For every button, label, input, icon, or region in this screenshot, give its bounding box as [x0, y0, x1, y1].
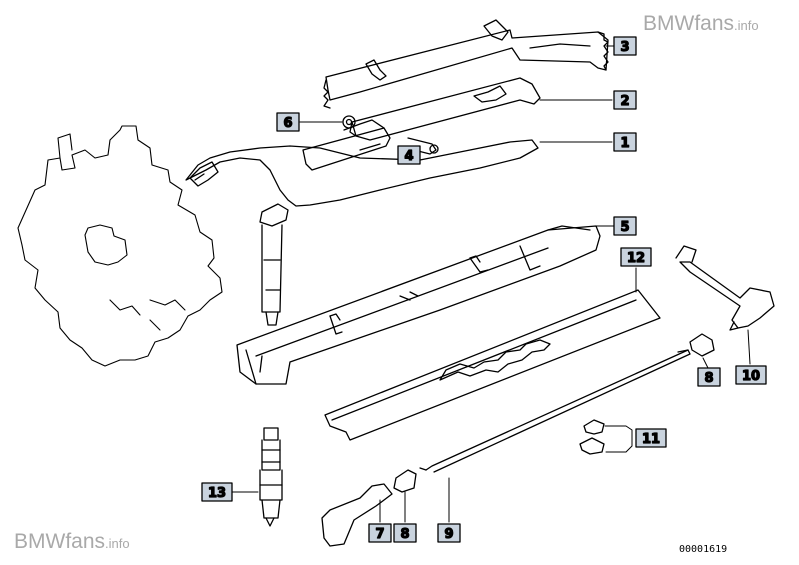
part-label-10: 10 [735, 365, 767, 385]
leader-lines [231, 45, 751, 523]
part-label-10-text: 10 [742, 369, 760, 384]
part-label-8-right: 8 [697, 367, 721, 387]
part-9-rod [419, 349, 691, 473]
part-label-9: 9 [437, 523, 461, 543]
part-10-spark-plug-lead [675, 245, 775, 331]
part-5-coil-housing [236, 225, 601, 385]
part-label-7-text: 7 [375, 527, 384, 542]
engine-block-outline [17, 125, 223, 367]
part-label-11: 11 [635, 428, 667, 448]
part-label-2: 2 [613, 90, 637, 110]
part-label-2-text: 2 [620, 94, 629, 109]
diagram-reference-number: 00001619 [679, 544, 728, 555]
part-label-5-text: 5 [620, 220, 629, 235]
part-label-6: 6 [276, 112, 300, 132]
part-label-12: 12 [620, 247, 652, 267]
part-4-bolt-and-part-6-nut [302, 115, 439, 171]
part-label-5: 5 [613, 216, 637, 236]
leader-8-right [702, 357, 709, 369]
watermark-top-brand: BMWfans [643, 12, 735, 35]
watermark-top-suffix: .info [734, 18, 759, 33]
part-label-9-text: 9 [444, 527, 453, 542]
part-label-8-lower: 8 [393, 523, 417, 543]
part-label-4: 4 [397, 145, 421, 165]
part-8-small-sleeve-lower [393, 469, 417, 493]
part-8-small-sleeve-right [689, 333, 715, 357]
part-label-7: 7 [368, 523, 392, 543]
watermark-top: BMWfans.info [643, 12, 759, 36]
watermark-bottom-suffix: .info [105, 536, 130, 551]
part-label-3: 3 [613, 36, 637, 56]
part-label-8-lower-text: 8 [400, 527, 409, 542]
leader-10 [747, 329, 751, 365]
part-label-11-text: 11 [642, 432, 660, 447]
part-11-clips [579, 419, 605, 455]
part-label-1-text: 1 [620, 136, 629, 151]
part-1-ignition-lead [185, 139, 539, 326]
watermark-bottom: BMWfans.info [14, 530, 130, 554]
part-label-4-text: 4 [404, 149, 413, 164]
part-label-12-text: 12 [627, 251, 645, 266]
watermark-bottom-brand: BMWfans [14, 530, 106, 553]
part-label-1: 1 [613, 132, 637, 152]
part-label-8-right-text: 8 [704, 371, 713, 386]
part-label-13: 13 [201, 482, 233, 502]
part-2-mounting-bracket [349, 77, 541, 141]
part-3-heat-shield [323, 19, 609, 109]
leader-11 [604, 425, 633, 453]
part-label-6-text: 6 [283, 116, 292, 131]
part-13-spark-plug [259, 427, 283, 527]
part-label-13-text: 13 [208, 486, 226, 501]
part-12-cover-panel [324, 289, 661, 441]
part-label-3-text: 3 [620, 40, 629, 55]
part-7-boot [321, 483, 393, 547]
